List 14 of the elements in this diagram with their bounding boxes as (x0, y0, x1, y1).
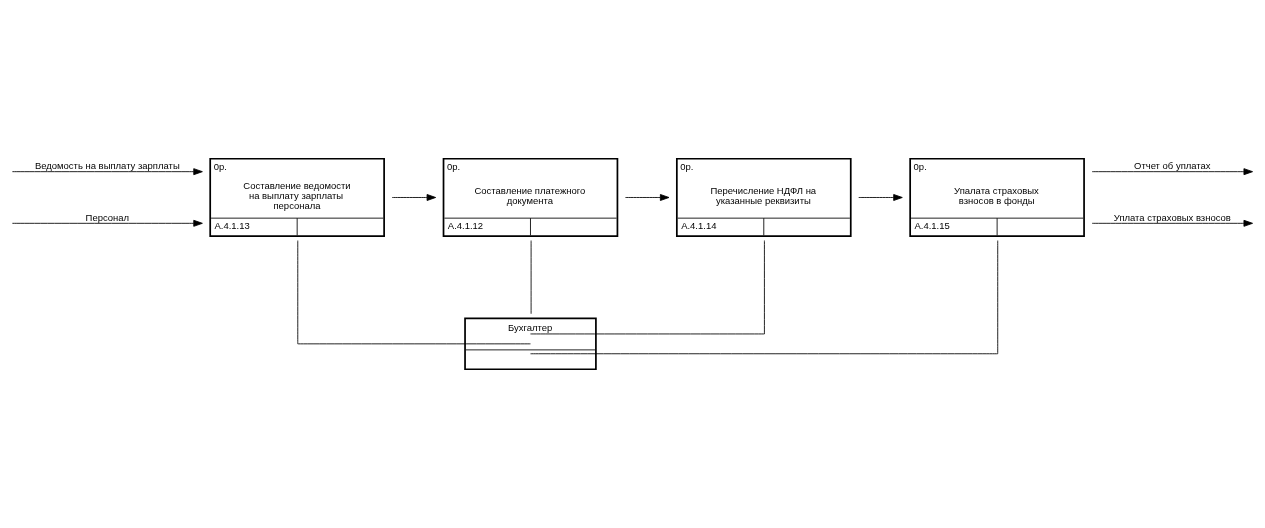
connector (530, 240, 765, 335)
arrow (858, 194, 903, 201)
arrow (1091, 168, 1253, 176)
edge-label: Уплата страховых взносов (1113, 211, 1231, 223)
edge-label: Персонал (85, 211, 130, 223)
arrow (1091, 219, 1253, 227)
arrow (624, 194, 670, 201)
edge-label: Отчет об уплатах (1134, 159, 1211, 171)
connector (297, 240, 531, 345)
arrow (11, 168, 203, 176)
arrow (391, 194, 437, 201)
connector (530, 240, 999, 355)
edge-label: Ведомость на выплату зарплаты (34, 159, 180, 171)
arrow (11, 219, 203, 227)
